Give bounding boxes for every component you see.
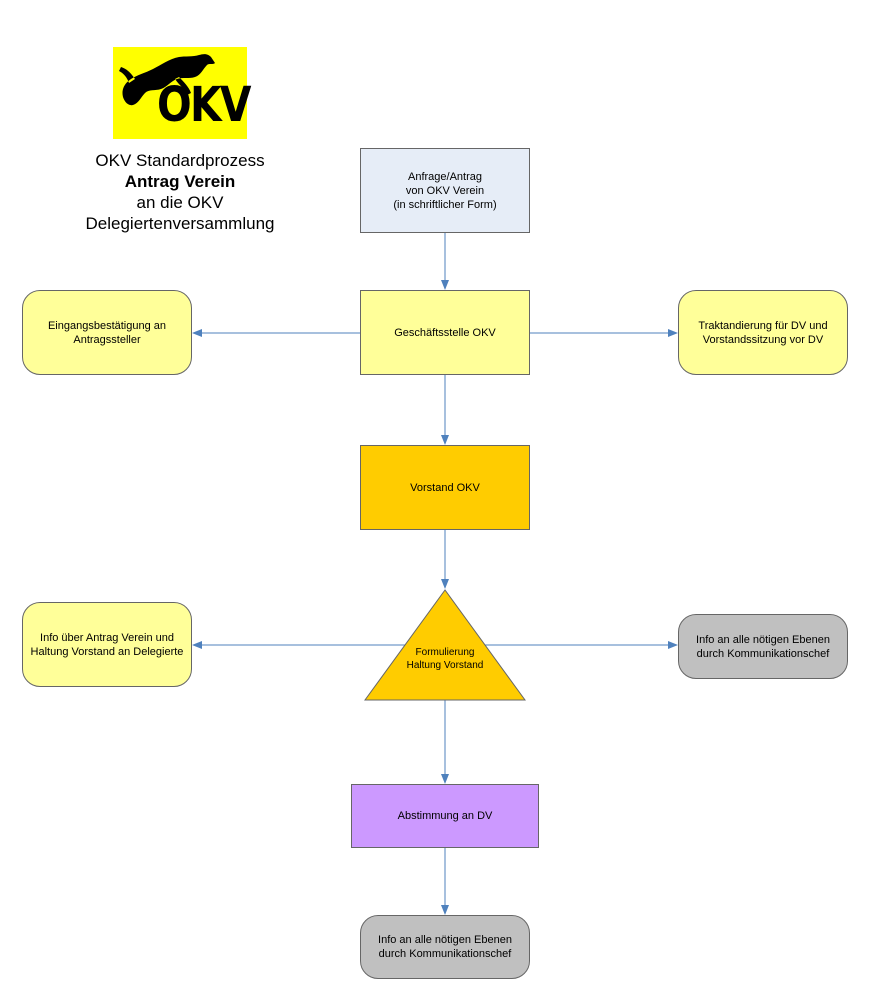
agenda-box: Traktandierung für DV und Vorstandssitzu…: [678, 290, 848, 375]
board-box: Vorstand OKV: [360, 445, 530, 530]
info-delegates-box: Info über Antrag Verein und Haltung Vors…: [22, 602, 192, 687]
info-levels-right-box: Info an alle nötigen Ebenen durch Kommun…: [678, 614, 848, 679]
heading-line-1: OKV Standardprozess: [95, 151, 265, 170]
diagram-heading: OKV Standardprozess Antrag Verein an die…: [70, 150, 290, 234]
heading-line-4: Delegiertenversammlung: [85, 214, 275, 233]
heading-line-2: Antrag Verein: [124, 172, 236, 191]
vote-box: Abstimmung an DV: [351, 784, 539, 848]
logo-text: OKV: [157, 77, 251, 133]
heading-line-3: an die OKV: [136, 193, 224, 212]
info-levels-bottom-box: Info an alle nötigen Ebenen durch Kommun…: [360, 915, 530, 979]
receipt-box: Eingangsbestätigung an Antragssteller: [22, 290, 192, 375]
okv-logo: OKV: [113, 47, 251, 139]
position-triangle: [364, 589, 526, 701]
office-box: Geschäftsstelle OKV: [360, 290, 530, 375]
request-box: Anfrage/Antrag von OKV Verein (in schrif…: [360, 148, 530, 233]
position-label: Formulierung Haltung Vorstand: [406, 647, 484, 671]
horse-jumping-icon: [119, 54, 215, 106]
